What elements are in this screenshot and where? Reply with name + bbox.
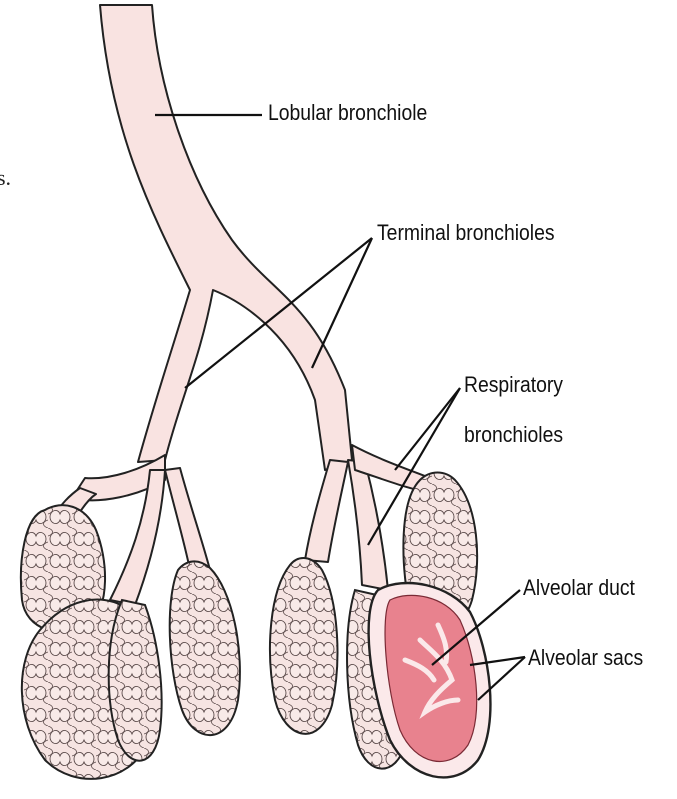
label-terminal-bronchioles: Terminal bronchioles bbox=[377, 220, 555, 246]
label-lobular-bronchiole: Lobular bronchiole bbox=[268, 100, 427, 126]
alveolar-clusters bbox=[21, 473, 491, 779]
label-alveolar-duct: Alveolar duct bbox=[523, 575, 635, 601]
label-alveolar-sacs: Alveolar sacs bbox=[528, 645, 643, 671]
label-respiratory-bronchioles-line1: Respiratory bbox=[464, 372, 563, 398]
cropped-text-fragment: s. bbox=[0, 165, 11, 191]
bronchiole-tree bbox=[55, 5, 440, 605]
label-respiratory-bronchioles-line2: bronchioles bbox=[464, 422, 563, 448]
